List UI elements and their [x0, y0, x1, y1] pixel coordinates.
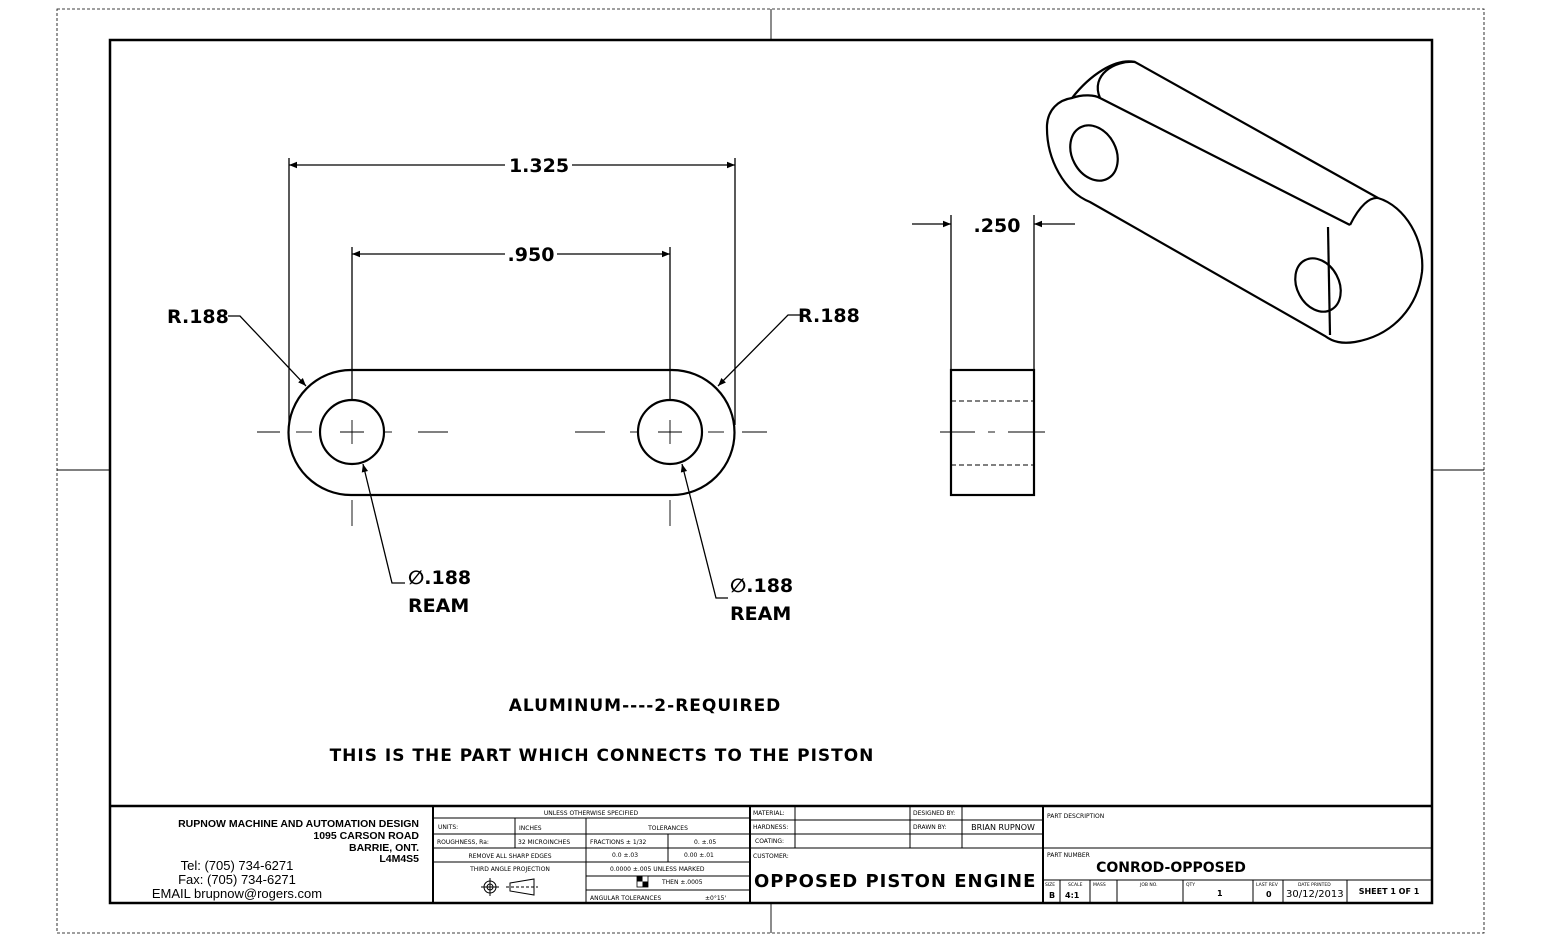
company-tel: Tel: (705) 734-6271: [181, 858, 294, 873]
coating-label: COATING:: [755, 838, 784, 845]
front-view: 1.325 .950 R.188 R.188 ∅.188 REAM ∅.188 …: [167, 155, 860, 625]
date-label: DATE PRINTED: [1298, 882, 1331, 888]
part-number-label: PART NUMBER: [1047, 852, 1090, 859]
units-value: INCHES: [519, 825, 542, 832]
third-angle-projection-icon: [481, 878, 538, 896]
centerlines: [257, 420, 767, 526]
customer-value: OPPOSED PISTON ENGINE: [754, 871, 1036, 892]
size-value: B: [1049, 891, 1055, 900]
company-info: RUPNOW MACHINE AND AUTOMATION DESIGN 109…: [152, 818, 420, 901]
tol-fractions: FRACTIONS ± 1/32: [590, 839, 647, 846]
sharp-edges-note: REMOVE ALL SHARP EDGES: [468, 853, 551, 860]
part-description-label: PART DESCRIPTION: [1047, 813, 1104, 820]
side-outline: [949, 368, 1036, 497]
material-label: MATERIAL:: [753, 810, 785, 817]
tol-4: 0.0000 ±.005 UNLESS MARKED: [610, 866, 705, 873]
angular-label: ANGULAR TOLERANCES: [590, 895, 661, 902]
hole-left-leader: [361, 463, 405, 584]
dim-overall-length-label: 1.325: [509, 155, 569, 177]
side-view: .250: [912, 215, 1075, 497]
radius-right-label: R.188: [798, 305, 860, 327]
company-email: EMAIL brupnow@rogers.com: [152, 886, 322, 901]
qty-label: QTY: [1186, 882, 1195, 888]
hardness-label: HARDNESS:: [753, 824, 788, 831]
roughness-value: 32 MICROINCHES: [518, 839, 570, 846]
tol-0: 0. ±.05: [694, 839, 716, 846]
spec-header: UNLESS OTHERWISE SPECIFIED: [544, 810, 639, 817]
part-grid: [1043, 847, 1432, 903]
scale-label: SCALE: [1068, 882, 1083, 888]
designed-by-label: DESIGNED BY:: [913, 810, 955, 817]
hole-right-leader: [680, 463, 728, 599]
radius-left-leader: [228, 315, 307, 387]
dim-hole-spacing: [351, 247, 671, 400]
note-material-qty: ALUMINUM----2-REQUIRED: [509, 696, 782, 716]
last-rev-label: LAST REV: [1256, 882, 1279, 888]
roughness-label: ROUGHNESS, Ra:: [437, 839, 489, 846]
zone-ticks: [57, 9, 1484, 933]
size-label: SIZE: [1045, 882, 1055, 888]
tol-2: 0.00 ±.01: [684, 852, 714, 859]
sheet-number: SHEET 1 OF 1: [1359, 887, 1420, 896]
company-fax: Fax: (705) 734-6271: [178, 872, 296, 887]
projection-label: THIRD ANGLE PROJECTION: [469, 866, 550, 873]
hole-left-label: ∅.188: [408, 567, 471, 589]
company-city: BARRIE, ONT.: [349, 842, 419, 854]
hole-left-note: REAM: [408, 595, 469, 617]
dim-thickness: [912, 215, 1075, 370]
company-postal: L4M4S5: [379, 853, 419, 865]
dim-overall-length: [288, 158, 736, 425]
dim-thickness-label: .250: [974, 215, 1021, 237]
isometric-view: [1045, 60, 1424, 344]
qty-value: 1: [1217, 889, 1223, 898]
info-grid: [750, 806, 1043, 849]
customer-label: CUSTOMER:: [753, 853, 789, 860]
tol-then: THEN ±.0005: [661, 879, 703, 886]
drawing-frame: [108, 38, 1434, 905]
hole-right-note: REAM: [730, 603, 791, 625]
precision-symbol-icon: [636, 875, 649, 888]
company-name: RUPNOW MACHINE AND AUTOMATION DESIGN: [178, 818, 419, 830]
title-block: RUPNOW MACHINE AND AUTOMATION DESIGN 109…: [110, 804, 1432, 903]
drawn-by-label: DRAWN BY:: [913, 824, 946, 831]
units-label: UNITS:: [438, 824, 458, 831]
spec-grid: [433, 817, 750, 903]
drawn-by-value: BRIAN RUPNOW: [971, 823, 1035, 832]
scale-value: 4:1: [1065, 891, 1080, 900]
company-street: 1095 CARSON ROAD: [313, 830, 419, 842]
part-number-value: CONROD-OPPOSED: [1096, 860, 1246, 876]
dim-hole-spacing-label: .950: [508, 244, 555, 266]
angular-value: ±0°15': [705, 895, 726, 902]
mass-label: MASS: [1093, 882, 1106, 888]
tol-1: 0.0 ±.03: [612, 852, 638, 859]
hole-right-label: ∅.188: [730, 575, 793, 597]
radius-left-label: R.188: [167, 306, 229, 328]
note-description: THIS IS THE PART WHICH CONNECTS TO THE P…: [330, 746, 875, 766]
part-outline: [287, 368, 736, 497]
date-value: 30/12/2013: [1286, 889, 1344, 900]
radius-right-leader: [717, 314, 800, 387]
sheet-outer-border: [56, 8, 1485, 934]
last-rev-value: 0: [1266, 890, 1272, 899]
job-no-label: JOB NO.: [1139, 882, 1158, 888]
tolerances-header: TOLERANCES: [647, 825, 688, 832]
